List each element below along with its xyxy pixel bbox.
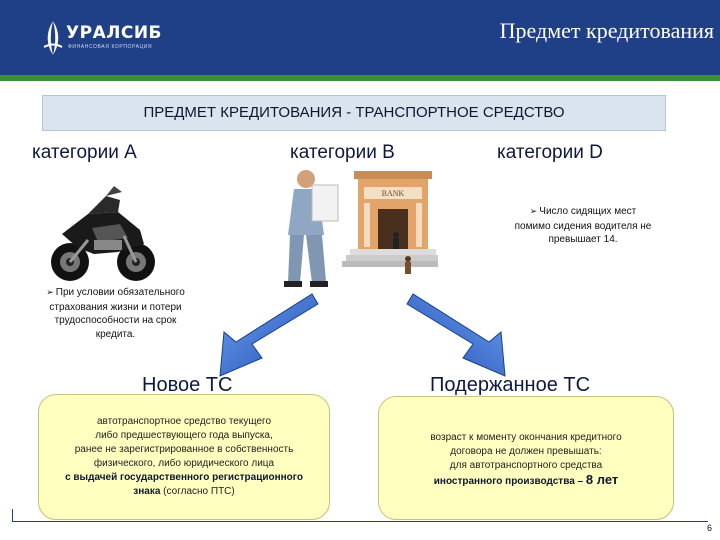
motorcycle-image	[51, 186, 155, 281]
new-vehicle-line4: физического, либо юридического лица	[93, 458, 275, 469]
new-vehicle-box: автотранспортное средство текущего либо …	[38, 394, 330, 520]
new-vehicle-line2: либо предшествующего года выпуска,	[95, 430, 273, 441]
logo-subtitle: ФИНАНСОВАЯ КОРПОРАЦИЯ	[68, 44, 153, 50]
used-vehicle-heading: Подержанное ТС	[430, 374, 591, 396]
arrow-bullet-icon: ➢	[46, 288, 54, 298]
arrow-down-left-icon	[219, 293, 319, 377]
category-d-note: ➢Число сидящих мест помимо сидения водит…	[478, 205, 688, 247]
section-banner: ПРЕДМЕТ КРЕДИТОВАНИЯ - ТРАНСПОРТНОЕ СРЕД…	[42, 95, 666, 131]
used-vehicle-line2: договора не должен превышать:	[450, 446, 602, 457]
category-b-label: категории В	[290, 142, 395, 163]
used-vehicle-line3: для автотранспортного средства	[449, 460, 603, 471]
bank-sign-text: BANK	[382, 189, 405, 198]
footer-tick	[12, 509, 13, 522]
category-a-note-line3: трудоспособности на срок	[54, 315, 177, 326]
category-a-note-line2: страхования жизни и потери	[49, 301, 182, 313]
category-a-label: категории А	[32, 142, 137, 163]
new-vehicle-line3: ранее не зарегистрированное в собственно…	[74, 444, 294, 455]
category-a-note-line1: При условии обязательного	[55, 287, 185, 298]
new-vehicle-line5: с выдачей государственного регистрационн…	[65, 472, 303, 483]
new-vehicle-line6-rest: (согласно ПТС)	[160, 486, 235, 497]
page-number: 6	[706, 523, 712, 533]
category-d-note-line2: помимо сидения водителя не	[514, 220, 652, 232]
bank-businessman-image: BANK	[266, 165, 438, 293]
header-green-stripe	[0, 75, 720, 81]
new-vehicle-heading: Новое ТС	[142, 374, 233, 396]
arrow-bullet-icon: ➢	[529, 207, 538, 217]
category-a-note-line4: кредита.	[95, 328, 136, 340]
category-a-note: ➢При условии обязательного страхования ж…	[28, 286, 203, 341]
used-vehicle-box: возраст к моменту окончания кредитного д…	[378, 396, 674, 520]
used-vehicle-term: 8 лет	[585, 472, 619, 487]
used-vehicle-line1: возраст к моменту окончания кредитного	[430, 432, 622, 443]
footer-line	[12, 521, 708, 522]
category-d-label: категории D	[497, 142, 603, 163]
used-vehicle-line4: иностранного производства –	[433, 476, 586, 487]
new-vehicle-line1: автотранспортное средство текущего	[96, 416, 272, 427]
slide-title: Предмет кредитования	[499, 18, 714, 43]
logo-name: УРАЛСИБ	[66, 23, 163, 43]
header-bar: УРАЛСИБ ФИНАНСОВАЯ КОРПОРАЦИЯ Предмет кр…	[0, 0, 720, 75]
arrow-down-right-icon	[406, 293, 506, 377]
uralsib-logo: УРАЛСИБ ФИНАНСОВАЯ КОРПОРАЦИЯ	[42, 20, 202, 60]
category-d-note-line3: превышает 14.	[548, 234, 618, 245]
category-d-note-line1: Число сидящих мест	[539, 206, 637, 217]
new-vehicle-line6-bold: знака	[133, 486, 161, 497]
logo-emblem-icon	[43, 21, 63, 55]
